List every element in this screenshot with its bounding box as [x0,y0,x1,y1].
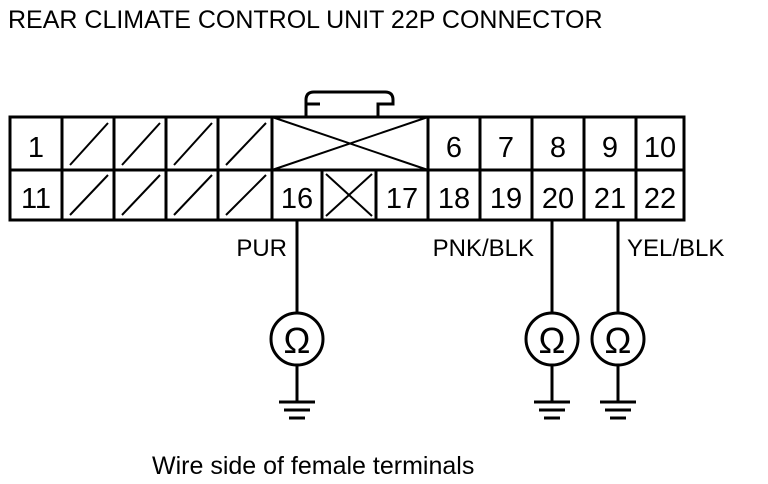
pin-label: 20 [542,183,574,215]
svg-text:Ω: Ω [284,320,311,361]
ohmmeter-icon: Ω [524,311,580,367]
pin-label: 9 [602,132,618,164]
pin-label: 22 [644,183,676,215]
pin-label: 6 [446,132,462,164]
ground-icon [534,400,570,420]
wire-color-label: PUR [236,235,287,262]
ohmmeter-icon: Ω [269,311,325,367]
pin-label: 16 [281,183,313,215]
pin-label: 10 [644,132,676,164]
diagram-title: REAR CLIMATE CONTROL UNIT 22P CONNECTOR [8,6,603,34]
top-row-pin-labels: 1 6 7 8 9 10 [28,132,676,164]
cell-dividers [60,117,638,220]
wire-pin-21: YEL/BLK Ω [590,220,724,420]
wire-color-label: PNK/BLK [433,235,534,262]
pin-label: 21 [594,183,626,215]
ground-icon [279,400,315,420]
pin-label: 11 [21,183,51,215]
svg-text:Ω: Ω [539,320,566,361]
pin-label: 8 [550,132,566,164]
pin-label: 7 [498,132,514,164]
ohmmeter-icon: Ω [590,311,646,367]
wire-pin-20: PNK/BLK Ω [433,220,580,420]
wire-color-label: YEL/BLK [627,235,724,262]
bottom-row-pin-labels: 11 16 17 18 19 20 21 22 [21,183,676,215]
unused-cavities [69,122,267,216]
pin-label: 18 [438,183,470,215]
pin-label: 17 [386,183,418,215]
svg-text:Ω: Ω [605,320,632,361]
blocked-cavities [271,116,429,217]
diagram-caption: Wire side of female terminals [152,452,474,480]
pin-label: 19 [490,183,522,215]
pin-label: 1 [28,132,44,164]
connector-latch [304,90,395,117]
wire-pin-16: PUR Ω [236,220,325,420]
ground-icon [600,400,636,420]
